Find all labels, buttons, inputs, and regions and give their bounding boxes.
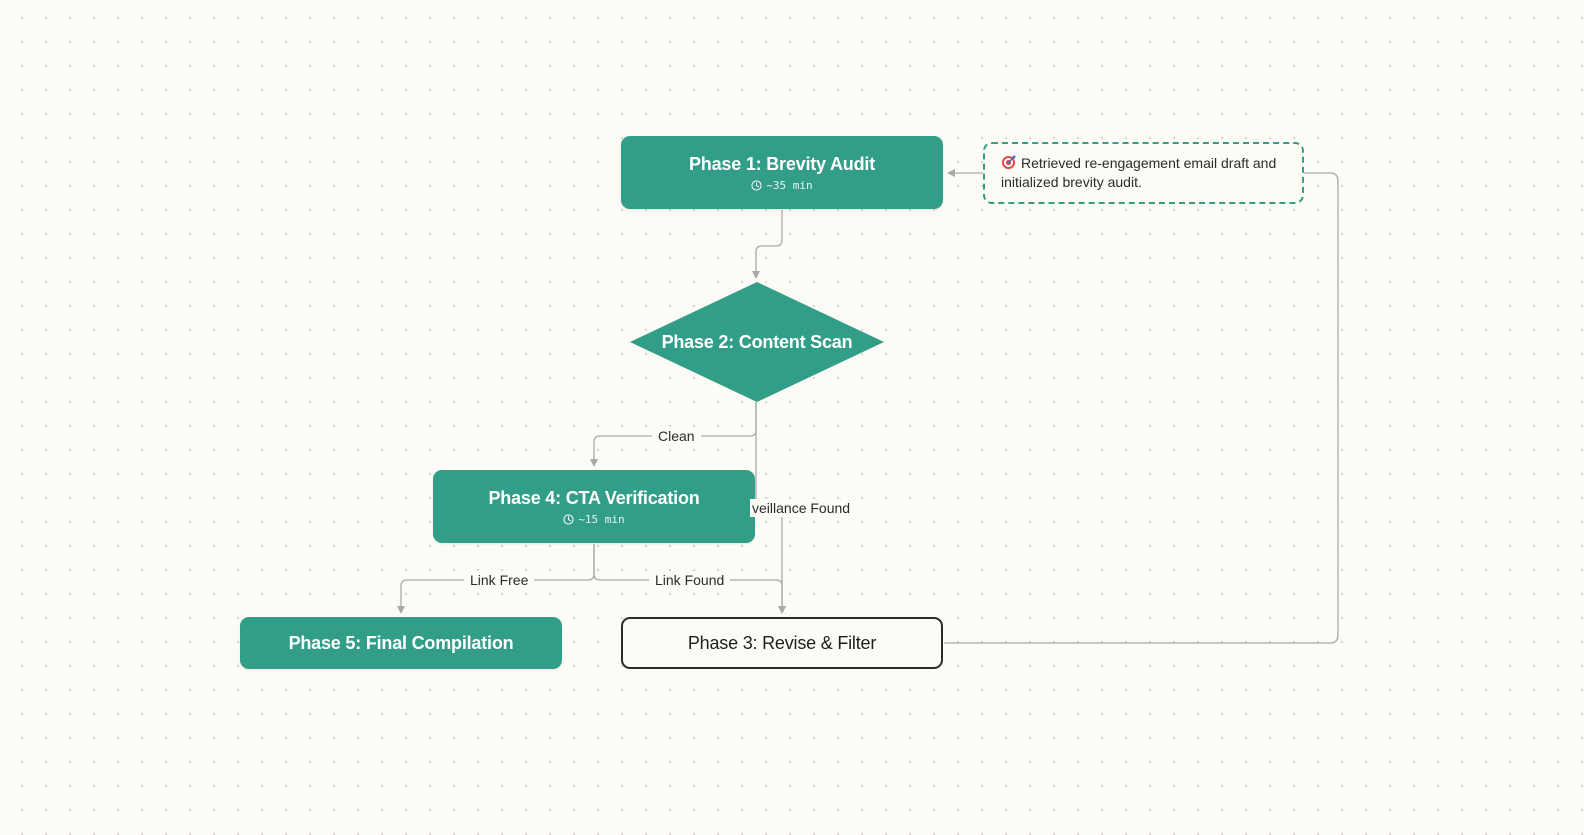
edge-label-clean: Clean — [652, 427, 701, 445]
phase4-title: Phase 4: CTA Verification — [488, 487, 700, 508]
edge-label-link-found: Link Found — [649, 571, 731, 589]
edge-label-link-free: Link Free — [464, 571, 535, 589]
phase1-node[interactable]: Phase 1: Brevity Audit ~35 min — [621, 136, 943, 209]
phase2-diamond-shape — [630, 282, 884, 402]
clock-icon — [563, 514, 574, 525]
note-text: Retrieved re-engagement email draft and … — [1001, 155, 1277, 190]
phase1-duration-text: ~35 min — [766, 178, 813, 192]
phase4-duration: ~15 min — [563, 512, 625, 527]
phase5-node[interactable]: Phase 5: Final Compilation — [240, 617, 562, 669]
edge-phase1-to-phase2 — [752, 210, 783, 279]
phase3-title: Phase 3: Revise & Filter — [687, 633, 877, 653]
phase4-node[interactable]: Phase 4: CTA Verification ~15 min — [433, 470, 755, 543]
clock-icon — [751, 180, 762, 191]
target-icon — [1001, 155, 1016, 170]
phase4-duration-text: ~15 min — [578, 512, 625, 526]
phase1-duration: ~35 min — [751, 178, 813, 193]
edge-label-surveillance-found: veillance Found — [750, 499, 853, 517]
phase3-node[interactable]: Phase 3: Revise & Filter — [621, 617, 943, 669]
phase2-node[interactable]: Phase 2: Content Scan — [630, 283, 884, 401]
status-note: Retrieved re-engagement email draft and … — [983, 142, 1304, 204]
phase1-title: Phase 1: Brevity Audit — [689, 153, 875, 174]
edge-phase3-to-phase1 — [944, 169, 1339, 644]
phase2-title: Phase 2: Content Scan — [661, 331, 853, 352]
phase5-title: Phase 5: Final Compilation — [288, 633, 514, 653]
